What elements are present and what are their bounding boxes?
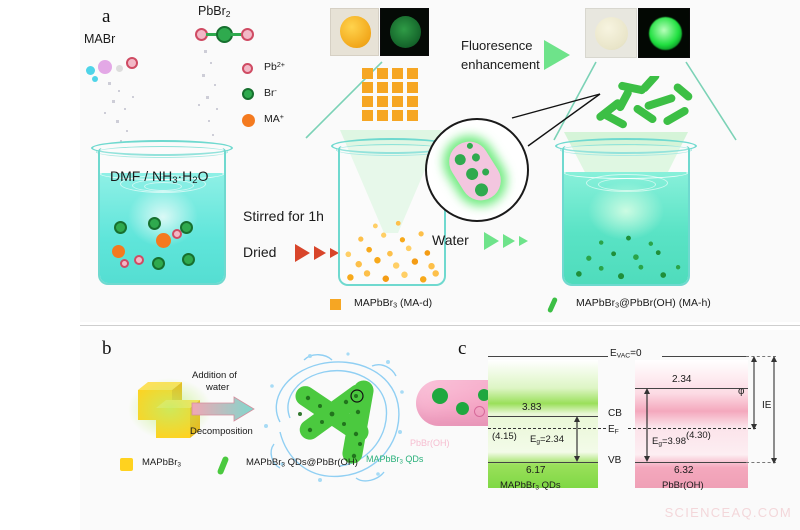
decomposition-label: Decomposition [190,426,253,437]
fermi-value-left: (4.15) [492,431,517,442]
eg-label-right: Eg=3.98 [652,436,686,448]
vb-value-left: 6.17 [526,465,546,476]
vb-axis-label: VB [608,455,622,466]
solvent-label: DMF / NH3·H2O [110,168,209,187]
phi-label: φ [738,386,745,397]
cube-swatch-icon [330,299,341,310]
ma-ion-icon [242,114,255,127]
mabr-label: MABr [84,32,116,46]
mapbbr3-qds-inline-label: MAPbBr3 QDs [366,454,424,466]
pbbr2-sub: 2 [225,8,231,19]
eg-arrow-right [642,388,652,462]
cb-axis-label: CB [608,408,622,419]
photo-ma-d-daylight [330,8,379,56]
panel-b-label: b [102,338,112,359]
vb-dash-extension [746,462,776,463]
fluorescence-arrow-icon [544,40,570,70]
cb-line-left [488,416,598,417]
powder-beam-left [338,128,444,238]
beaker-dispersion-liquid [564,172,688,284]
ef-axis-label: EF [608,424,619,436]
particle-stream-right [190,48,236,148]
fluorescence-line2: enhancement [461,57,540,72]
cb-line-right [635,388,748,389]
eg-label-left: Eg=2.34 [530,434,564,446]
br-ion-icon [242,88,254,100]
vb-line-left [488,462,598,463]
rod-cluster [588,72,700,138]
mapbbr3-cubes [128,378,212,440]
zoom-inset-leader [500,90,620,150]
br-ion-label: Br- [264,87,277,99]
band-diagram: EVAC=0 3.83 6.17 (4.15) Eg=2.34 [480,338,780,498]
photo-ma-h-uv [638,8,690,58]
photo-ma-h-leader-right [680,60,740,142]
panel-bc: b Addition of water Decomposi [80,330,800,530]
panel-c-label: c [458,338,467,359]
vb-value-right: 6.32 [674,465,694,476]
mabr-molecule [86,56,146,82]
legend-ma-d-label: MAPbBr3 (MA-d) [354,297,433,310]
cube-swatch-icon [120,458,133,471]
band-block-pbbroh [635,360,748,488]
ma-ion-label: MA+ [264,113,284,125]
fermi-dash-left [488,428,606,429]
legend-rod-b-label: MAPbBr3 QDs@PbBr(OH) [246,457,358,469]
decomposition-arrow-icon [190,396,256,422]
particle-stream-left [102,78,148,148]
ie-arrow [768,356,780,464]
water-splash-rods [260,352,410,484]
legend-cube-b-label: MAPbBr3 [142,457,181,469]
panel-a: a MABr PbBr2 [80,0,800,322]
fermi-dash-right [628,428,756,429]
photo-ma-h-daylight [585,8,637,58]
addition-line1: Addition of [192,370,237,381]
fermi-value-right: (4.30) [686,430,711,441]
beaker-solution [91,140,233,285]
fluorescence-line1: Fluoresence [461,38,533,53]
vb-line-right [635,462,748,463]
pbbr-oh-inline-label: PbBr(OH) [410,438,450,448]
material-name-left: MAPbBr3 QDs [500,480,561,492]
step-stirred-label: Stirred for 1h [243,208,324,224]
cube-grid [362,68,422,124]
vacuum-level-line-right [662,356,748,357]
panel-a-label: a [102,6,111,27]
pb-ion-icon [242,63,253,74]
vacuum-level-line-left [488,356,608,357]
vacuum-level-dash [746,356,776,357]
legend-ma-h-label: MAPbBr3@PbBr(OH) (MA-h) [576,297,711,310]
eg-arrow-left [572,416,582,462]
cb-value-right: 2.34 [672,374,692,385]
pbbr2-label: PbBr2 [198,4,231,19]
step-water-label: Water [432,232,469,248]
beaker-powder-content [340,216,444,284]
step-dried-label: Dried [243,244,277,260]
photo-ma-d-uv [380,8,429,56]
rod-swatch-icon [546,296,559,314]
beaker-solution-liquid [100,173,224,283]
vacuum-level-label: EVAC=0 [610,348,642,360]
ie-label: IE [762,400,772,411]
rod-swatch-icon [216,455,230,476]
watermark: SCIENCEAQ.COM [664,505,792,520]
phi-arrow [748,356,760,430]
addition-line2: water [206,382,230,393]
cb-value-left: 3.83 [522,402,542,413]
pb-ion-label: Pb2+ [264,61,285,73]
zoom-inset-circle [425,118,529,222]
panel-divider [80,325,800,326]
pbbr2-molecule [195,26,257,44]
band-block-mapbbr3 [488,360,598,488]
beaker-dispersion [555,138,697,286]
pbbr2-text: PbBr [198,4,226,18]
material-name-right: PbBr(OH) [662,480,704,491]
